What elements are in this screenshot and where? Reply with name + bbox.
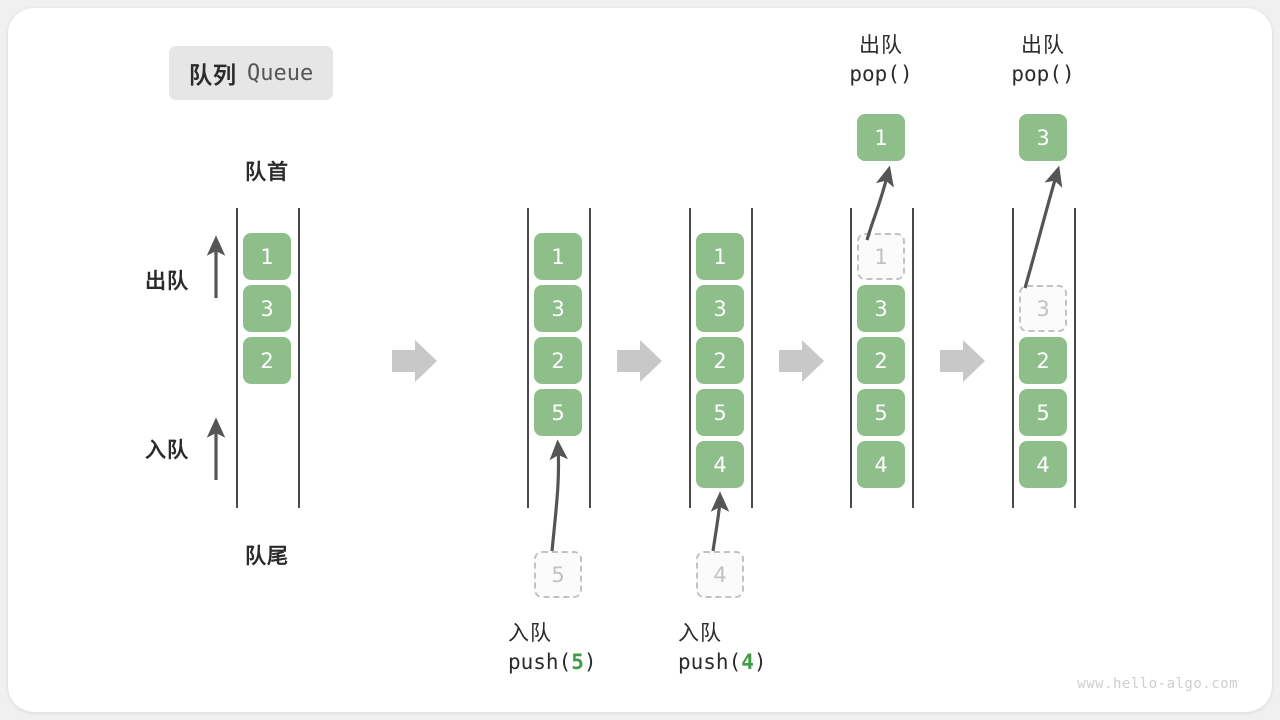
queue-box: 4 [1019, 441, 1067, 488]
incoming-ghost-box: 5 [534, 551, 582, 598]
pop-3-caption-code: pop() [1011, 62, 1075, 87]
rail-left [236, 208, 238, 508]
rail-right [912, 208, 914, 508]
push-4-code-suffix: ) [753, 650, 767, 675]
rail-right [298, 208, 300, 508]
column-after-pop-1: 1 3 2 5 4 1 [821, 0, 941, 720]
queue-head-label: 队首 [245, 161, 289, 184]
dequeue-direction-label: 出队 [145, 270, 189, 293]
queue-box: 3 [857, 285, 905, 332]
push-5-caption: 入队 push(5) [508, 620, 597, 677]
queue-box: 4 [696, 441, 744, 488]
push-4-caption-code: push(4) [678, 648, 767, 676]
push-5-caption-cn: 入队 [508, 622, 552, 645]
queue-box: 2 [857, 337, 905, 384]
column-after-push-5: 1 3 2 5 5 [498, 0, 618, 720]
popped-value-box: 3 [1019, 114, 1067, 161]
rail-left [527, 208, 529, 508]
rail-right [751, 208, 753, 508]
queue-box: 3 [534, 285, 582, 332]
pop-3-caption-cn: 出队 [1021, 34, 1065, 57]
rail-left [1012, 208, 1014, 508]
rail-left [689, 208, 691, 508]
enqueue-direction-label: 入队 [145, 439, 189, 462]
pop-3-caption: 出队 pop() [983, 32, 1103, 89]
push-5-caption-code: push(5) [508, 648, 597, 676]
column-after-pop-3: 3 2 5 4 3 [983, 0, 1103, 720]
queue-box: 5 [534, 389, 582, 436]
queue-box: 2 [534, 337, 582, 384]
column-initial: 队首 1 3 2 队尾 [207, 0, 327, 720]
queue-box: 1 [243, 233, 291, 280]
rail-right [1074, 208, 1076, 508]
incoming-ghost-box: 4 [696, 551, 744, 598]
push-5-code-prefix: push( [508, 650, 572, 675]
column-after-push-4: 1 3 2 5 4 4 [660, 0, 780, 720]
title-chinese: 队列 [189, 62, 237, 88]
queue-box: 1 [534, 233, 582, 280]
title-english: Queue [247, 60, 314, 86]
queue-box: 3 [696, 285, 744, 332]
popped-ghost-box: 1 [857, 233, 905, 280]
queue-box: 5 [857, 389, 905, 436]
queue-box: 2 [1019, 337, 1067, 384]
pop-1-caption-cn: 出队 [859, 34, 903, 57]
rail-left [850, 208, 852, 508]
push-4-caption: 入队 push(4) [678, 620, 767, 677]
queue-box: 5 [1019, 389, 1067, 436]
queue-box: 2 [243, 337, 291, 384]
rail-right [589, 208, 591, 508]
queue-box: 4 [857, 441, 905, 488]
pop-1-caption-code: pop() [849, 62, 913, 87]
queue-box: 5 [696, 389, 744, 436]
queue-box: 1 [696, 233, 744, 280]
queue-box: 3 [243, 285, 291, 332]
popped-value-box: 1 [857, 114, 905, 161]
push-4-code-value: 4 [741, 650, 754, 675]
popped-ghost-box: 3 [1019, 285, 1067, 332]
push-5-code-value: 5 [571, 650, 584, 675]
push-4-caption-cn: 入队 [678, 622, 722, 645]
queue-tail-label: 队尾 [245, 545, 289, 568]
queue-box: 2 [696, 337, 744, 384]
title-badge: 队列 Queue [169, 46, 334, 100]
pop-1-caption: 出队 pop() [821, 32, 941, 89]
push-5-code-suffix: ) [583, 650, 597, 675]
push-4-code-prefix: push( [678, 650, 742, 675]
watermark: www.hello-algo.com [1077, 676, 1238, 692]
